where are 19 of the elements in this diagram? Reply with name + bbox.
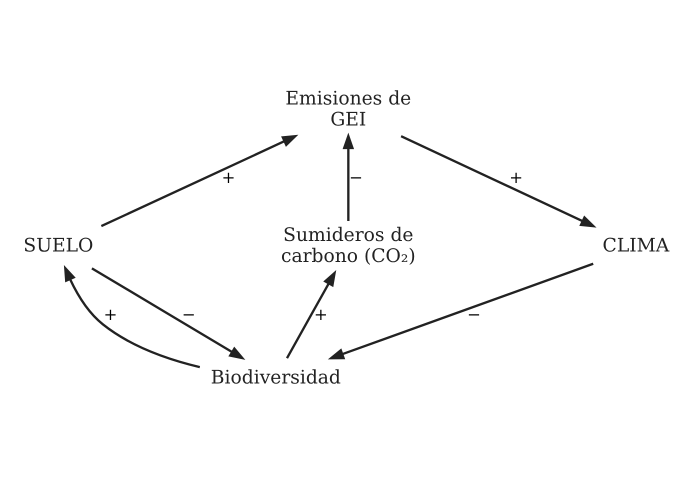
edge-label: −	[467, 304, 481, 324]
node-text: Sumideros de carbono (CO₂)	[280, 224, 416, 267]
edge-label: +	[222, 168, 236, 187]
edge-label: −	[182, 304, 196, 324]
node-text: Emisiones de GEI	[285, 88, 412, 130]
arrow	[328, 262, 594, 359]
arrow	[64, 264, 200, 368]
edge-label: +	[314, 304, 328, 324]
node-text: SUELO	[23, 235, 94, 256]
node-text: CLIMA	[602, 235, 670, 256]
arrow	[100, 134, 298, 227]
node-text: Biodiversidad	[210, 367, 341, 388]
arrow	[91, 266, 246, 360]
edge-label: +	[509, 168, 523, 187]
edge-label: +	[104, 304, 118, 324]
arrow	[286, 269, 336, 358]
arrow	[400, 134, 597, 228]
edge-label: −	[349, 168, 363, 187]
arrow	[342, 132, 354, 221]
